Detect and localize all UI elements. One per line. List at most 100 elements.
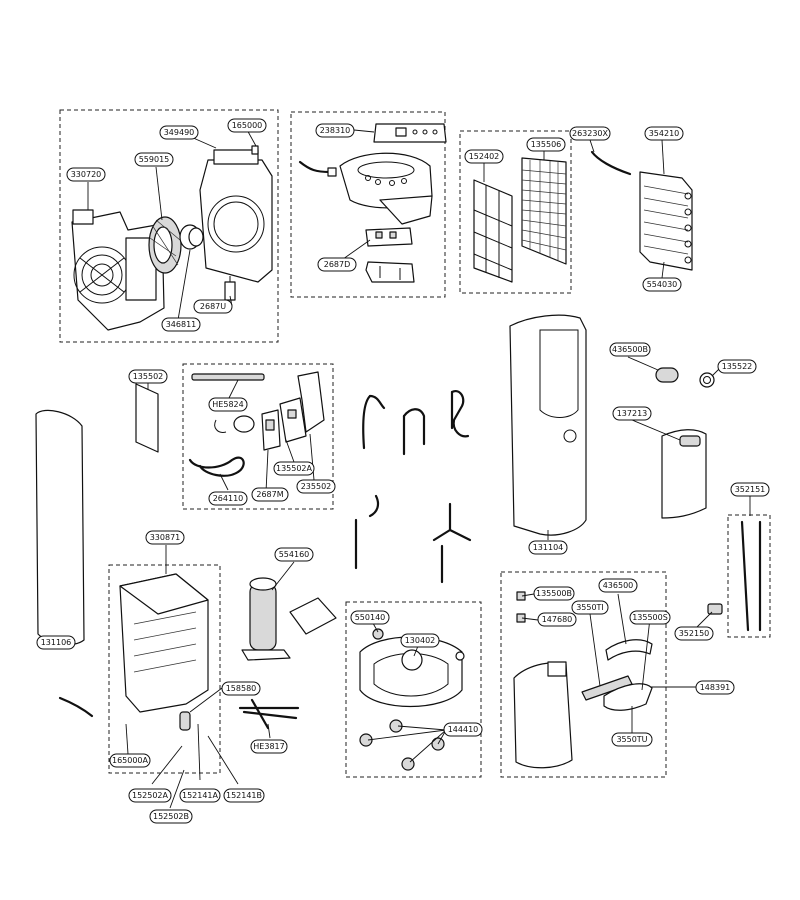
callout-330871: 330871 xyxy=(145,530,185,545)
callout-352150: 352150 xyxy=(674,626,714,641)
svg-text:144410: 144410 xyxy=(448,725,479,734)
float-switch-drawing xyxy=(179,711,191,731)
callout-3550TU: 3550TU xyxy=(611,732,653,747)
callout-238310: 238310 xyxy=(315,123,355,138)
callout-436500: 436500 xyxy=(598,578,638,593)
svg-text:165000A: 165000A xyxy=(112,756,149,765)
svg-text:152502B: 152502B xyxy=(153,812,189,821)
callout-144410: 144410 xyxy=(443,722,483,737)
bucket-cover-drawing xyxy=(603,683,653,711)
control-label-drawing xyxy=(373,123,447,143)
svg-text:135502: 135502 xyxy=(133,372,164,381)
callout-559015: 559015 xyxy=(134,152,174,167)
svg-text:559015: 559015 xyxy=(139,155,170,164)
svg-text:152402: 152402 xyxy=(469,152,500,161)
callout-346811: 346811 xyxy=(161,317,201,332)
control-bracket-drawing xyxy=(365,261,415,283)
compressor-drawing xyxy=(241,577,291,661)
svg-text:2687U: 2687U xyxy=(200,302,226,311)
group-filters xyxy=(459,130,572,294)
front-grille-drawing xyxy=(661,429,707,519)
hose-connector-drawing xyxy=(707,603,723,615)
callout-135500B: 135500B xyxy=(533,586,575,601)
callout-165000: 165000 xyxy=(227,118,267,133)
fan-motor-drawing xyxy=(179,224,204,250)
air-filter-frame-drawing xyxy=(473,179,513,283)
base-frame-drawing xyxy=(119,573,209,713)
svg-text:131104: 131104 xyxy=(533,543,564,552)
svg-text:352150: 352150 xyxy=(679,629,710,638)
callout-137213: 137213 xyxy=(612,406,652,421)
callout-3550TI: 3550TI xyxy=(571,600,609,615)
svg-text:152502A: 152502A xyxy=(132,791,169,800)
svg-text:148391: 148391 xyxy=(700,683,731,692)
fan-housing-front-drawing xyxy=(71,209,165,331)
svg-text:264110: 264110 xyxy=(213,494,244,503)
callout-436500B: 436500B xyxy=(609,342,651,357)
svg-text:330871: 330871 xyxy=(150,533,181,542)
control-pcb-drawing xyxy=(365,227,413,247)
run-capacitor-drawing xyxy=(214,415,255,433)
power-cord-short-drawing xyxy=(298,160,337,177)
heater-rod-drawing xyxy=(191,373,265,381)
insulation-pad-drawing xyxy=(135,383,159,453)
base-pan-drawing xyxy=(359,628,465,708)
callout-152402: 152402 xyxy=(464,149,504,164)
insulation-block-drawing xyxy=(289,597,337,635)
callout-354210: 354210 xyxy=(644,126,684,141)
handle-cap-drawing xyxy=(655,367,679,383)
callout-135522: 135522 xyxy=(717,359,757,374)
control-box-drawing xyxy=(279,371,325,443)
callout-2687D: 2687D xyxy=(317,257,357,272)
svg-text:165000: 165000 xyxy=(232,121,263,130)
copper-pipe-d-drawing xyxy=(354,494,380,570)
callout-135500S: 135500S xyxy=(629,610,671,625)
group-base-pan xyxy=(345,601,482,778)
svg-text:2687M: 2687M xyxy=(256,490,283,499)
callout-135502: 135502 xyxy=(128,369,168,384)
svg-text:235502: 235502 xyxy=(301,482,332,491)
callout-550140: 550140 xyxy=(350,610,390,625)
svg-text:HE5824: HE5824 xyxy=(212,400,243,409)
svg-text:135506: 135506 xyxy=(531,140,562,149)
svg-text:436500B: 436500B xyxy=(612,345,648,354)
svg-text:436500: 436500 xyxy=(603,581,634,590)
callout-264110: 264110 xyxy=(208,491,248,506)
callout-235502: 235502 xyxy=(296,479,336,494)
filter-mesh-drawing xyxy=(521,157,567,265)
group-base-frame xyxy=(108,564,221,774)
copper-pipe-c-drawing xyxy=(450,390,470,438)
svg-text:554030: 554030 xyxy=(647,280,678,289)
callout-152141B: 152141B xyxy=(223,788,265,803)
svg-text:550140: 550140 xyxy=(355,613,386,622)
drain-hose-drawing xyxy=(740,520,762,632)
svg-text:131106: 131106 xyxy=(41,638,72,647)
svg-text:158580: 158580 xyxy=(226,684,257,693)
fan-wheel-drawing xyxy=(148,216,182,274)
svg-text:554160: 554160 xyxy=(279,550,310,559)
svg-text:135500S: 135500S xyxy=(632,613,668,622)
callout-152141A: 152141A xyxy=(179,788,221,803)
svg-text:137213: 137213 xyxy=(617,409,648,418)
svg-text:147680: 147680 xyxy=(542,615,573,624)
callout-349490: 349490 xyxy=(159,125,199,140)
svg-text:152141B: 152141B xyxy=(226,791,262,800)
svg-text:349490: 349490 xyxy=(164,128,195,137)
callout-165000A: 165000A xyxy=(109,753,151,768)
svg-text:HE3817: HE3817 xyxy=(253,742,284,751)
callout-135506: 135506 xyxy=(526,137,566,152)
svg-text:3550TI: 3550TI xyxy=(576,603,604,612)
svg-text:130402: 130402 xyxy=(405,636,436,645)
capacitor-small-drawing xyxy=(224,276,236,301)
callout-352151: 352151 xyxy=(730,482,770,497)
callout-158580: 158580 xyxy=(221,681,261,696)
svg-text:352151: 352151 xyxy=(735,485,766,494)
group-drain-hose xyxy=(727,514,771,638)
callout-147680: 147680 xyxy=(537,612,577,627)
callout-131106: 131106 xyxy=(36,635,76,650)
water-bucket-drawing xyxy=(513,661,573,769)
svg-text:330720: 330720 xyxy=(71,170,102,179)
fan-shroud-rear-drawing xyxy=(199,145,273,283)
group-fan-assembly xyxy=(59,109,279,343)
